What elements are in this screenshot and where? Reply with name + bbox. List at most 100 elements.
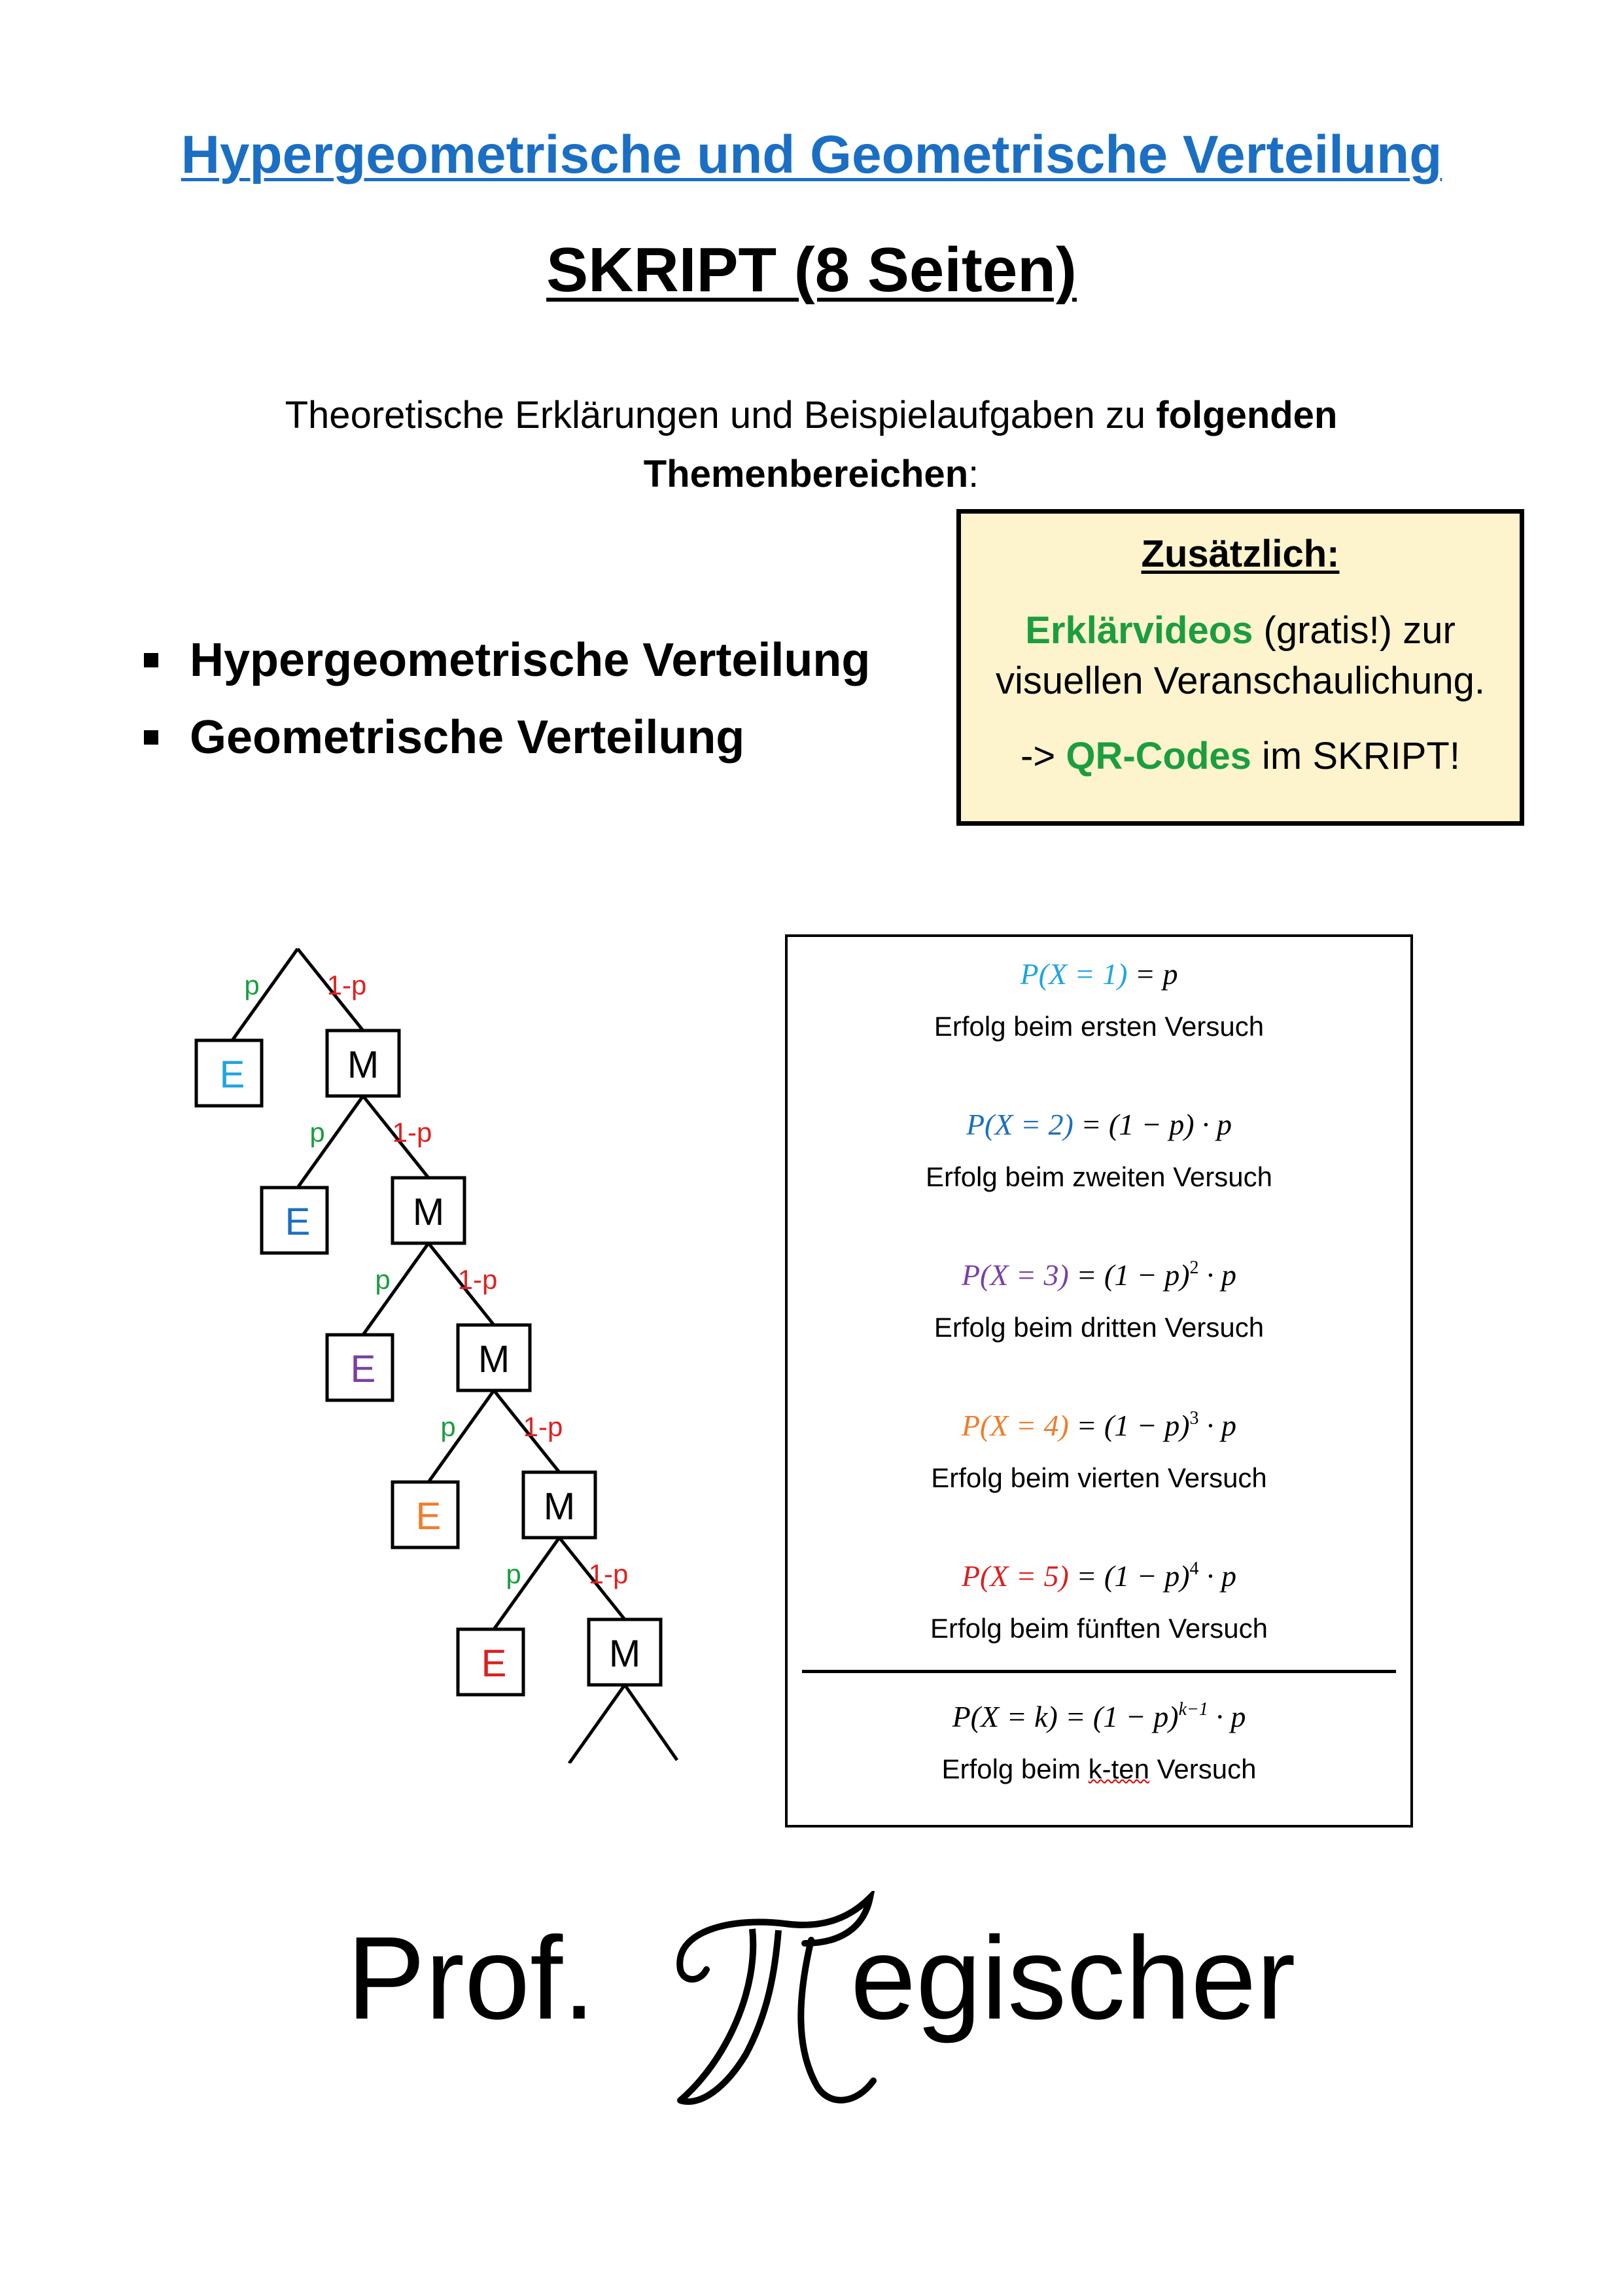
branch-label-1-p: 1-p [458, 1264, 498, 1295]
info-line-qr: -> QR-Codes im SKRIPT! [961, 734, 1520, 778]
failure-node-label: M [478, 1338, 510, 1381]
page-subtitle: SKRIPT (8 Seiten) [546, 235, 1077, 305]
formula-rhs: = (1 − p) · p [1073, 1108, 1232, 1141]
formula: P(X = 3) = (1 − p)2 · p [788, 1258, 1410, 1292]
success-node-label: E [481, 1642, 507, 1685]
formula-lhs: P(X = 2) [966, 1108, 1073, 1141]
formula-rhs: = (1 − p) [1068, 1559, 1190, 1593]
tree-branch [493, 1389, 561, 1474]
failure-node-box [325, 1029, 401, 1098]
brand-prefix: Prof. [347, 1913, 596, 2044]
success-node-box [260, 1186, 329, 1255]
topic-item: Geometrische Verteilung [144, 699, 870, 776]
formula-row: P(X = 4) = (1 − p)3 · p Erfolg beim vier… [788, 1408, 1410, 1494]
tree-branch [558, 1536, 626, 1621]
formula-lhs: P(X = 4) [961, 1409, 1069, 1442]
formula-row: P(X = 2) = (1 − p) · p Erfolg beim zweit… [788, 1107, 1410, 1193]
branch-label-1-p: 1-p [523, 1411, 563, 1442]
formula-row: P(X = 1) = p Erfolg beim ersten Versuch [788, 957, 1410, 1042]
branch-label-1-p: 1-p [589, 1559, 629, 1589]
tree-branch [427, 1389, 496, 1483]
info-line-visual: visuellen Veranschaulichung. [995, 660, 1486, 702]
info-line-videos: Erklärvideos (gratis!) zur [961, 609, 1520, 652]
formula-box: P(X = 1) = p Erfolg beim ersten Versuch … [785, 934, 1413, 1828]
pi-icon [676, 1891, 877, 2105]
formula: P(X = 4) = (1 − p)3 · p [788, 1408, 1410, 1443]
tree-branch [362, 1095, 430, 1179]
formula-lhs: P(X = 1) [1020, 957, 1128, 991]
formula-exponent: 2 [1189, 1258, 1199, 1278]
failure-node-label: M [544, 1485, 575, 1528]
failure-node-box [391, 1176, 466, 1245]
formula-rhs-end: · p [1208, 1700, 1246, 1733]
formula-rhs: = p [1127, 957, 1178, 991]
tree-branch [361, 1242, 430, 1336]
branch-label-p: p [375, 1264, 390, 1295]
info-heading: Zusätzlich: [1141, 533, 1340, 575]
formula-description: Erfolg beim zweiten Versuch [926, 1161, 1272, 1192]
formula-divider [802, 1670, 1396, 1673]
formula-exponent: 4 [1189, 1559, 1199, 1579]
formula-rhs-end: · p [1198, 1258, 1237, 1292]
videos-highlight: Erklärvideos [1025, 609, 1253, 652]
branch-label-1-p: 1-p [327, 970, 367, 1000]
branch-label-p: p [440, 1411, 455, 1442]
videos-rest: (gratis!) zur [1253, 609, 1456, 652]
formula-row-general: P(X = k) = (1 − p)k−1 · p Erfolg beim k-… [788, 1699, 1410, 1785]
intro-end: : [968, 453, 979, 495]
branch-label-1-p: 1-p [393, 1117, 432, 1148]
tree-branch [427, 1242, 495, 1326]
formula-description: Erfolg beim k-ten Versuch [788, 1754, 1410, 1785]
failure-node-label: M [413, 1191, 444, 1233]
formula-lhs: P(X = 3) [961, 1258, 1069, 1292]
formula-description: Erfolg beim vierten Versuch [931, 1462, 1267, 1493]
branch-label-p: p [309, 1117, 324, 1148]
branch-label-p: p [506, 1559, 521, 1589]
tree-branch [230, 947, 300, 1042]
tree-branch [296, 947, 364, 1032]
page-title: Hypergeometrische und Geometrische Verte… [181, 125, 1442, 185]
formula: P(X = k) = (1 − p)k−1 · p [788, 1699, 1410, 1734]
failure-node-label: M [347, 1044, 379, 1086]
formula-row: P(X = 3) = (1 − p)2 · p Erfolg beim drit… [788, 1258, 1410, 1343]
success-node-label: E [351, 1348, 376, 1390]
formula-rhs: = (1 − p) [1068, 1258, 1190, 1292]
tree-branch [623, 1684, 679, 1761]
tree-branch [492, 1536, 561, 1631]
formula-exponent: k−1 [1178, 1699, 1208, 1720]
formula-rhs-end: · p [1198, 1409, 1237, 1442]
success-node-box [456, 1627, 525, 1697]
formula-rhs-end: · p [1198, 1559, 1237, 1593]
formula-exponent: 3 [1189, 1408, 1199, 1428]
intro-normal: Theoretische Erklärungen und Beispielauf… [285, 394, 1157, 436]
intro-bold: folgenden Themenbereichen [643, 394, 1338, 495]
formula-row: P(X = 5) = (1 − p)4 · p Erfolg beim fünf… [788, 1559, 1410, 1644]
failure-node-label: M [609, 1633, 640, 1675]
tree-branch [296, 1095, 365, 1189]
formula-rhs: = (1 − p) [1068, 1409, 1190, 1442]
success-node-box [325, 1333, 394, 1402]
formula: P(X = 1) = p [788, 957, 1410, 991]
topic-item: Hypergeometrische Verteilung [144, 622, 870, 699]
success-node-box [391, 1480, 460, 1549]
topic-list: Hypergeometrische Verteilung Geometrisch… [144, 622, 870, 776]
branch-label-p: p [244, 970, 259, 1000]
info-box: Zusätzlich: Erklärvideos (gratis!) zur v… [956, 509, 1524, 826]
qr-highlight: QR-Codes [1066, 735, 1251, 777]
intro-text: Theoretische Erklärungen und Beispielauf… [222, 386, 1400, 504]
desc-part: Erfolg beim [941, 1754, 1089, 1784]
success-node-label: E [416, 1495, 442, 1538]
formula-description: Erfolg beim fünften Versuch [930, 1613, 1268, 1644]
arrow-text: -> [1021, 735, 1066, 777]
desc-wavy: k-ten [1088, 1754, 1150, 1784]
formula-description: Erfolg beim ersten Versuch [934, 1011, 1265, 1042]
desc-part: Versuch [1149, 1754, 1257, 1784]
formula: P(X = 2) = (1 − p) · p [788, 1107, 1410, 1142]
success-node-label: E [220, 1053, 245, 1096]
brand-suffix: egischer [850, 1913, 1296, 2044]
tree-branch [567, 1684, 627, 1763]
formula-lhs: P(X = k) = (1 − p) [952, 1700, 1179, 1733]
brand-logo: Prof. egischer [347, 1891, 1295, 2105]
success-node-box [194, 1038, 264, 1108]
